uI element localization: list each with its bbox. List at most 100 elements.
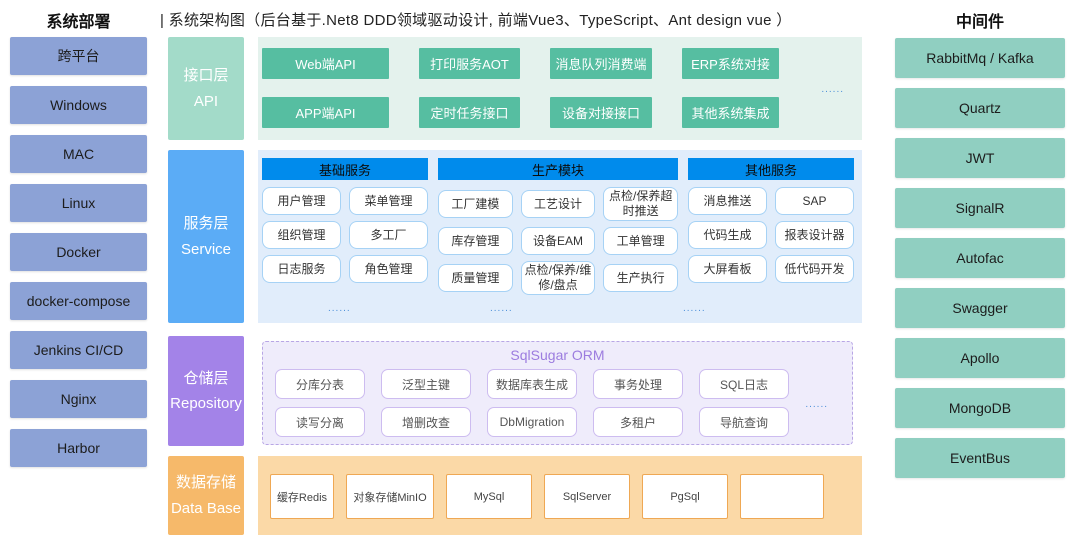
service-item: 日志服务 <box>262 255 341 283</box>
database-item <box>740 474 824 519</box>
service-items-grid: 用户管理菜单管理组织管理多工厂日志服务角色管理 <box>262 187 428 283</box>
database-layer-label: 数据存储 Data Base <box>168 456 244 535</box>
middleware-item: Autofac <box>895 238 1065 278</box>
database-layer-band: 缓存Redis 对象存储MinIO MySql SqlServer PgSql <box>258 456 862 535</box>
repository-item: 导航查询 <box>699 407 789 437</box>
service-layer-label-en: Service <box>180 240 232 258</box>
middleware-item: Quartz <box>895 88 1065 128</box>
repository-item: 泛型主键 <box>381 369 471 399</box>
service-group-other: 其他服务 消息推送 SAP 代码生成报表设计器大屏看板低代码开发 <box>688 158 854 295</box>
service-layer-band: 基础服务 用户管理菜单管理组织管理多工厂日志服务角色管理 生产模块 工厂建模工艺… <box>258 150 862 323</box>
middleware-column-title: 中间件 <box>955 14 1004 31</box>
service-item: 多工厂 <box>349 221 428 249</box>
service-item: 点检/保养/维修/盘点 <box>520 261 596 295</box>
database-item: PgSql <box>642 474 728 519</box>
database-items-row: 缓存Redis 对象存储MinIO MySql SqlServer PgSql <box>270 474 824 519</box>
repository-item: 增删改查 <box>381 407 471 437</box>
service-item: 生产执行 <box>603 264 678 292</box>
service-items-grid: 消息推送 SAP 代码生成报表设计器大屏看板低代码开发 <box>688 187 854 283</box>
repository-item: 多租户 <box>593 407 683 437</box>
deployment-item: Linux <box>10 184 147 222</box>
repository-layer-label-zh: 仓储层 <box>183 369 229 387</box>
api-item: 其他系统集成 <box>682 97 779 128</box>
more-dots: ...... <box>683 303 706 314</box>
service-item: 代码生成 <box>688 221 767 249</box>
service-item: 库存管理 <box>438 227 513 255</box>
api-item: 打印服务AOT <box>419 48 520 79</box>
deployment-item: docker-compose <box>10 282 147 320</box>
service-item: 低代码开发 <box>775 255 854 283</box>
repository-item: 分库分表 <box>275 369 365 399</box>
middleware-item: SignalR <box>895 188 1065 228</box>
repository-item: 事务处理 <box>593 369 683 399</box>
deployment-item: Jenkins CI/CD <box>10 331 147 369</box>
service-item: 质量管理 <box>438 264 513 292</box>
service-item: 菜单管理 <box>349 187 428 215</box>
middleware-item: EventBus <box>895 438 1065 478</box>
repository-item: 数据库表生成 <box>487 369 577 399</box>
service-item: 用户管理 <box>262 187 341 215</box>
service-item: 工厂建模 <box>438 190 513 218</box>
api-item: 设备对接接口 <box>550 97 652 128</box>
deployment-item: MAC <box>10 135 147 173</box>
deployment-item: 跨平台 <box>10 37 147 75</box>
service-item: 大屏看板 <box>688 255 767 283</box>
orm-title: SqlSugar ORM <box>510 347 605 363</box>
api-layer-label-zh: 接口层 <box>183 67 229 84</box>
repository-item: SQL日志 <box>699 369 789 399</box>
middleware-item: Apollo <box>895 338 1065 378</box>
api-layer-label-en: API <box>193 92 219 110</box>
deployment-item: Docker <box>10 233 147 271</box>
service-groups: 基础服务 用户管理菜单管理组织管理多工厂日志服务角色管理 生产模块 工厂建模工艺… <box>262 158 854 295</box>
service-group-header: 其他服务 <box>688 158 854 180</box>
service-group-header: 生产模块 <box>438 158 678 180</box>
api-item: 定时任务接口 <box>419 97 520 128</box>
repository-layer-label-en: Repository <box>170 395 242 412</box>
more-dots: ...... <box>328 303 351 314</box>
page-title: | 系统架构图（后台基于.Net8 DDD领域驱动设计, 前端Vue3、Type… <box>160 12 792 29</box>
deployment-column-title: 系统部署 <box>46 14 111 31</box>
service-item: 工单管理 <box>603 227 678 255</box>
more-dots: ...... <box>490 303 513 314</box>
database-item: 对象存储MinIO <box>346 474 434 519</box>
repository-layer-band: SqlSugar ORM 分库分表泛型主键数据库表生成事务处理 SQL日志读写分离… <box>262 341 853 445</box>
service-item: SAP <box>775 187 854 215</box>
more-dots: ...... <box>821 84 844 95</box>
database-item: SqlServer <box>544 474 630 519</box>
service-item: 组织管理 <box>262 221 341 249</box>
repository-layer-label: 仓储层 Repository <box>168 336 244 446</box>
database-layer-label-zh: 数据存储 <box>175 474 236 491</box>
api-item: Web端API <box>262 48 389 79</box>
middleware-item: JWT <box>895 138 1065 178</box>
database-item: MySql <box>446 474 532 519</box>
api-layer-band: Web端API 打印服务AOT 消息队列消费端 ERP系统对接 APP端API 定时任务接… <box>258 37 862 140</box>
deployment-item: Windows <box>10 86 147 124</box>
api-item: APP端API <box>262 97 389 128</box>
api-item: ERP系统对接 <box>682 48 779 79</box>
service-group-basic: 基础服务 用户管理菜单管理组织管理多工厂日志服务角色管理 <box>262 158 428 295</box>
service-item: 设备EAM <box>520 227 596 255</box>
repository-item: 读写分离 <box>275 407 365 437</box>
service-item: 消息推送 <box>688 187 767 215</box>
database-item: 缓存Redis <box>270 474 334 519</box>
middleware-item: MongoDB <box>895 388 1065 428</box>
api-layer-label: 接口层 API <box>168 37 244 140</box>
service-item: 报表设计器 <box>775 221 854 249</box>
more-dots: ...... <box>805 399 828 410</box>
service-item: 角色管理 <box>349 255 428 283</box>
service-group-header: 基础服务 <box>262 158 428 180</box>
api-items-grid: Web端API 打印服务AOT 消息队列消费端 ERP系统对接 APP端API 定时任务接… <box>262 48 779 128</box>
service-layer-label: 服务层 Service <box>168 150 244 323</box>
deployment-item: Nginx <box>10 380 147 418</box>
service-item: 工艺设计 <box>520 190 596 218</box>
deployment-item: Harbor <box>10 429 147 467</box>
middleware-item: Swagger <box>895 288 1065 328</box>
service-item: 点检/保养超时推送 <box>603 187 678 221</box>
api-item: 消息队列消费端 <box>550 48 652 79</box>
